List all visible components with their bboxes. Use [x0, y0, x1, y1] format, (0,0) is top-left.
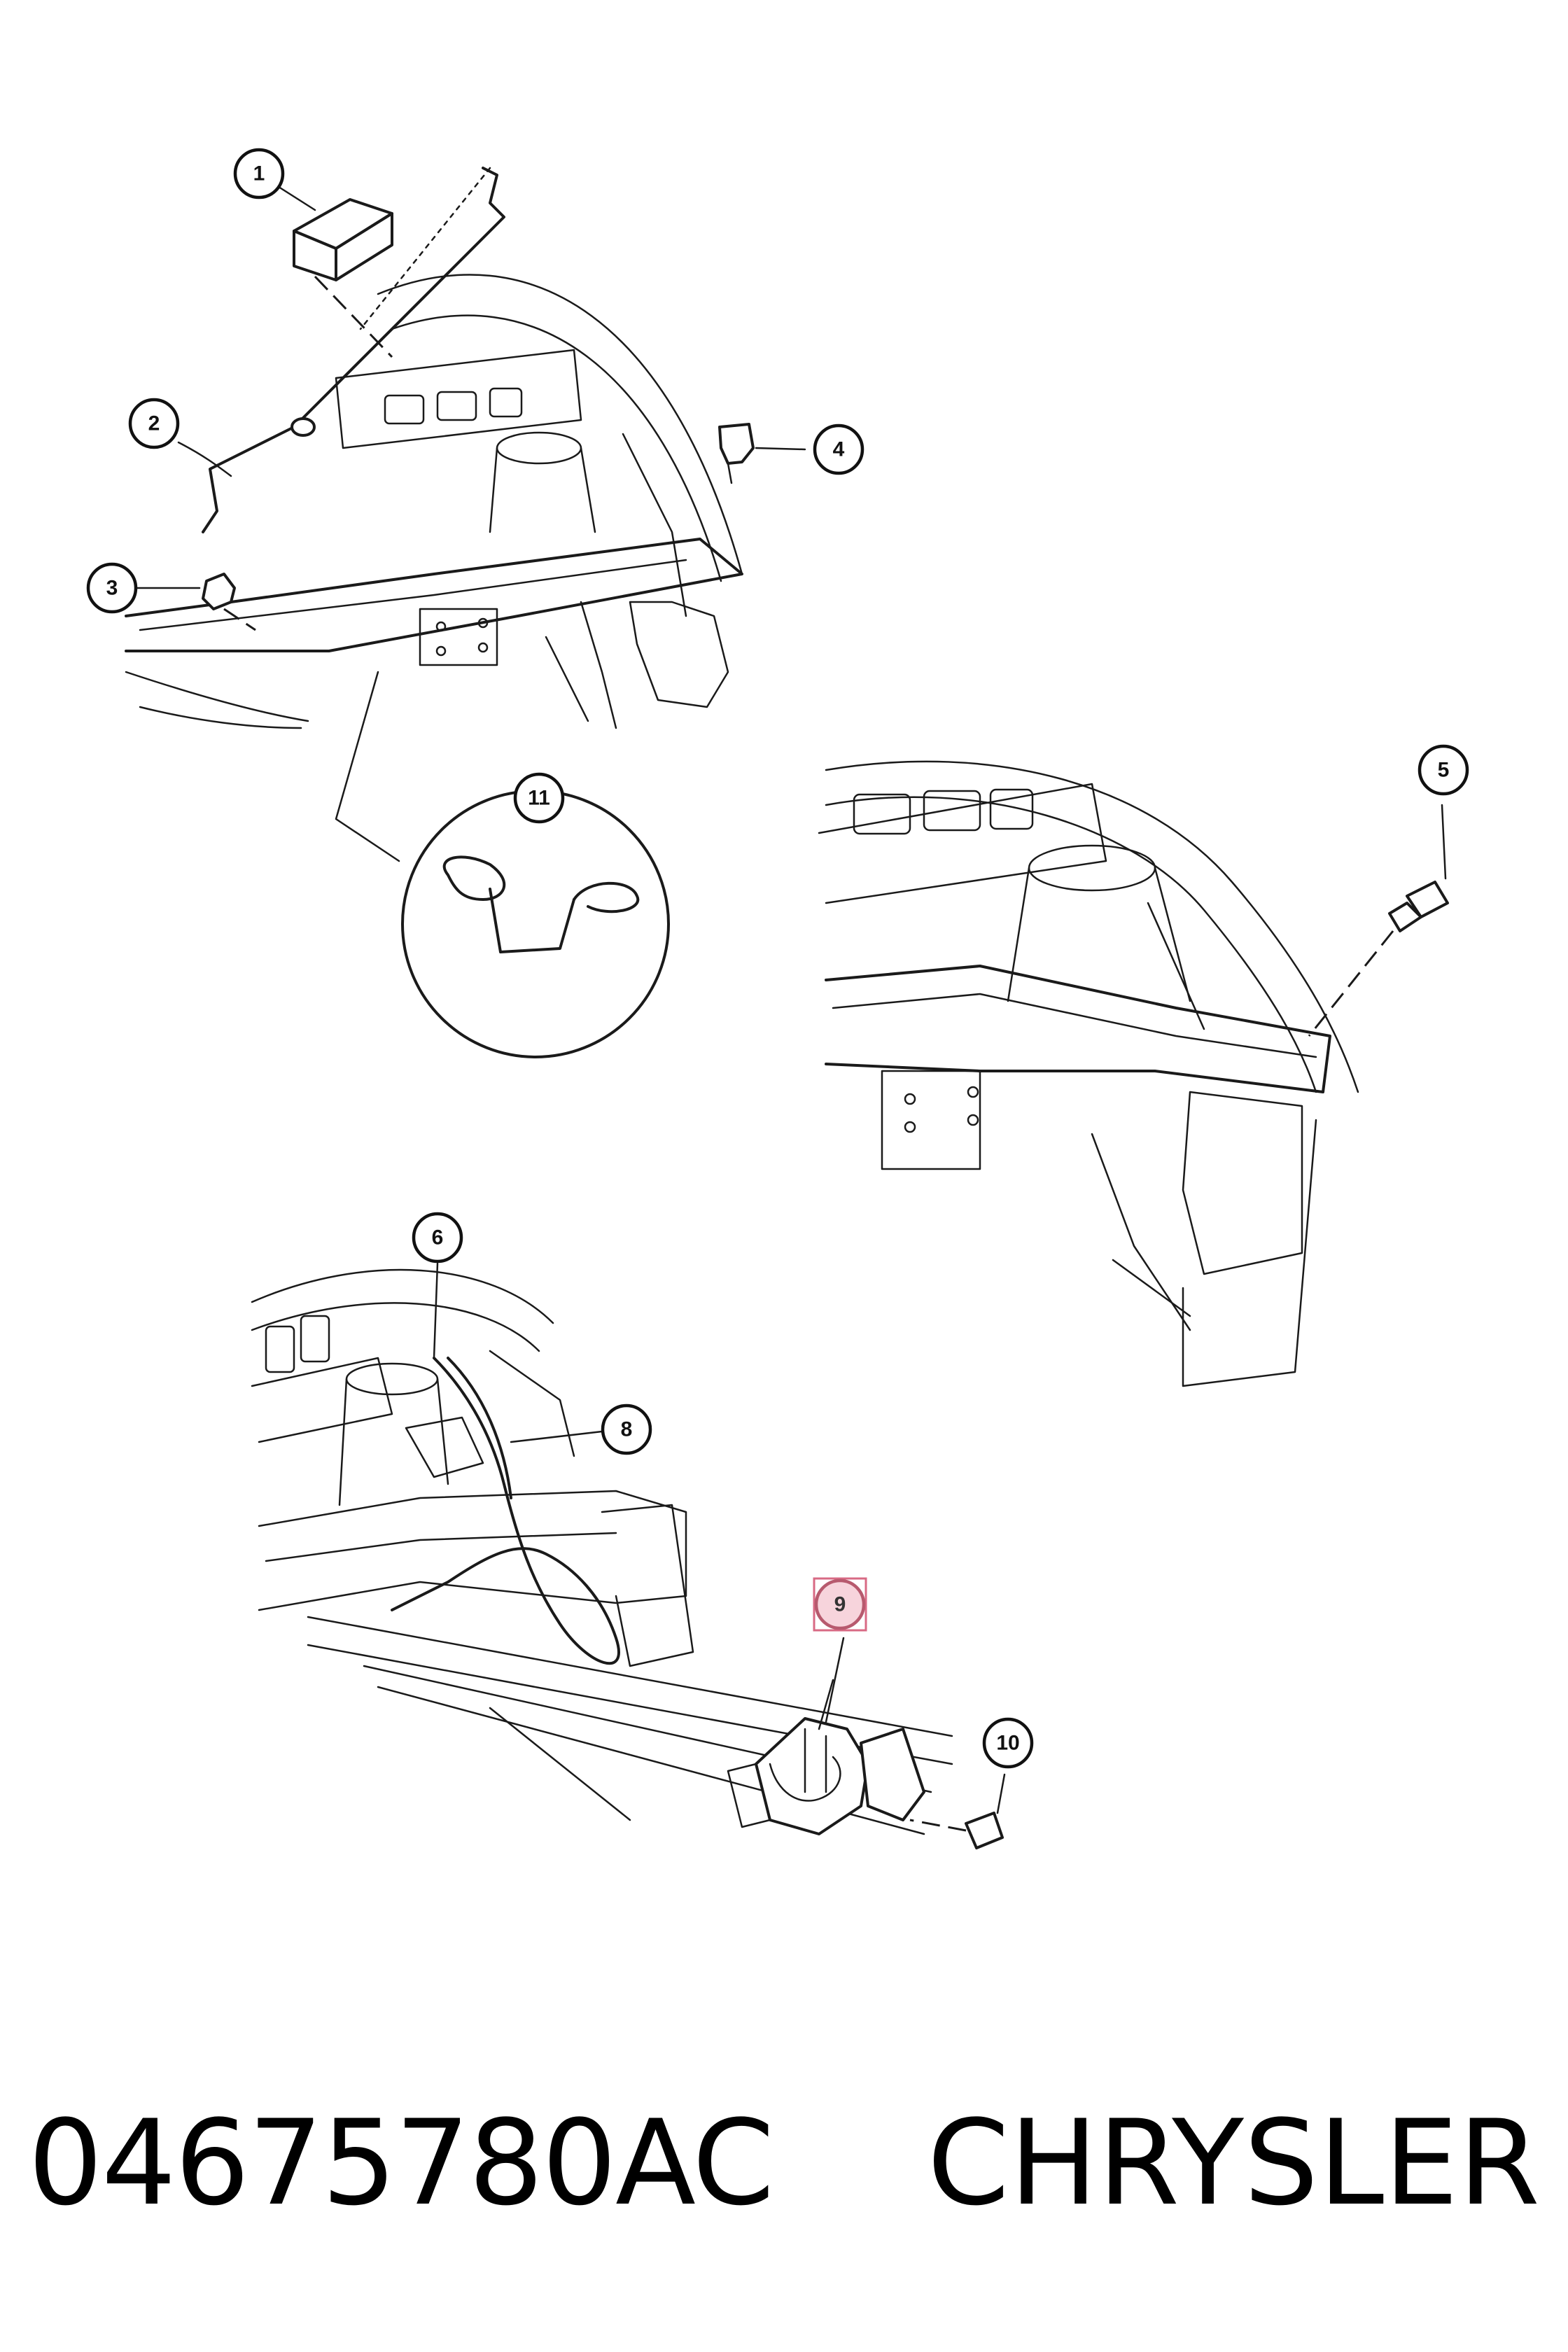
callout-circle [513, 772, 565, 824]
callout-circle [1418, 744, 1469, 796]
view-latch-support-bolt [818, 760, 1449, 1387]
callout-5[interactable]: 5 [1418, 744, 1469, 796]
callout-label: 2 [148, 412, 160, 435]
callout-label: 1 [253, 162, 265, 186]
callout-label: 3 [106, 577, 118, 600]
view-latch-cable [251, 1262, 1006, 1849]
callout-6[interactable]: 6 [412, 1212, 463, 1264]
callout-4[interactable]: 4 [813, 424, 864, 475]
callout-label: 4 [833, 438, 845, 461]
callout-10[interactable]: 10 [982, 1717, 1034, 1769]
callout-3[interactable]: 3 [86, 562, 138, 614]
footer: 04675780AC CHRYSLER [28, 2093, 1540, 2233]
highlight-box [813, 1577, 867, 1632]
callout-9[interactable]: 9 [813, 1577, 867, 1632]
callout-circle [128, 398, 180, 449]
callout-label: 11 [528, 787, 550, 810]
callout-circle [86, 562, 138, 614]
callout-circle [813, 424, 864, 475]
callout-11[interactable]: 11 [513, 772, 565, 824]
callout-circle [814, 1578, 866, 1630]
callout-circle [412, 1212, 463, 1264]
view-hood-prop-rod [125, 167, 806, 1058]
callout-label: 8 [621, 1418, 633, 1441]
callout-8[interactable]: 8 [601, 1404, 652, 1455]
callout-circle [233, 148, 285, 200]
callout-1[interactable]: 1 [233, 148, 285, 200]
callout-circle [982, 1717, 1034, 1769]
callout-circle [601, 1404, 652, 1455]
callout-2[interactable]: 2 [128, 398, 180, 449]
brand-name: CHRYSLER [927, 2094, 1540, 2232]
callout-label: 10 [996, 1732, 1019, 1755]
callout-label: 9 [834, 1593, 846, 1616]
callout-label: 5 [1438, 759, 1450, 782]
callout-label: 6 [432, 1226, 444, 1250]
part-number: 04675780AC [28, 2094, 774, 2232]
